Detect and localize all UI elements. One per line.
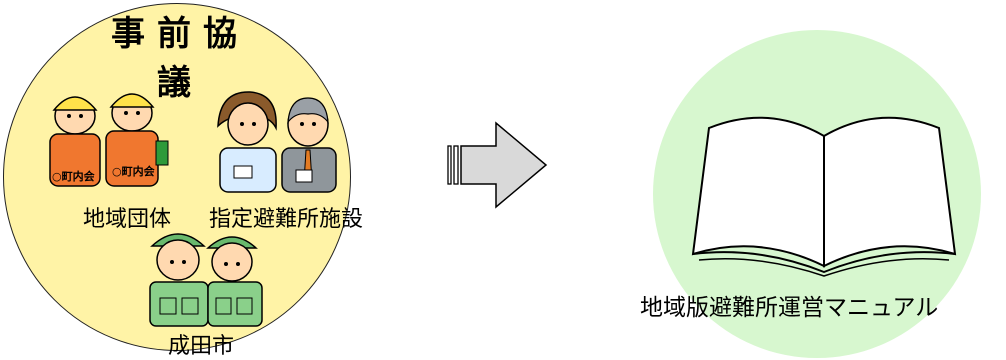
city-staff-illustration [149,233,263,327]
shelter-facility-label: 指定避難所施設 [209,207,364,232]
community-group-label: 地域団体 [83,207,172,232]
facility-staff-illustration [217,91,337,193]
neighborhood-badge: ○町内会 [112,165,155,178]
open-book-icon [691,116,957,277]
city-label: 成田市 [168,334,235,359]
manual-label: 地域版避難所運営マニュアル [640,295,939,321]
community-group-illustration [49,93,169,187]
arrow-icon [447,121,548,209]
neighborhood-badge: ○町内会 [52,170,95,183]
consultation-title: 事前協議 [111,14,249,103]
